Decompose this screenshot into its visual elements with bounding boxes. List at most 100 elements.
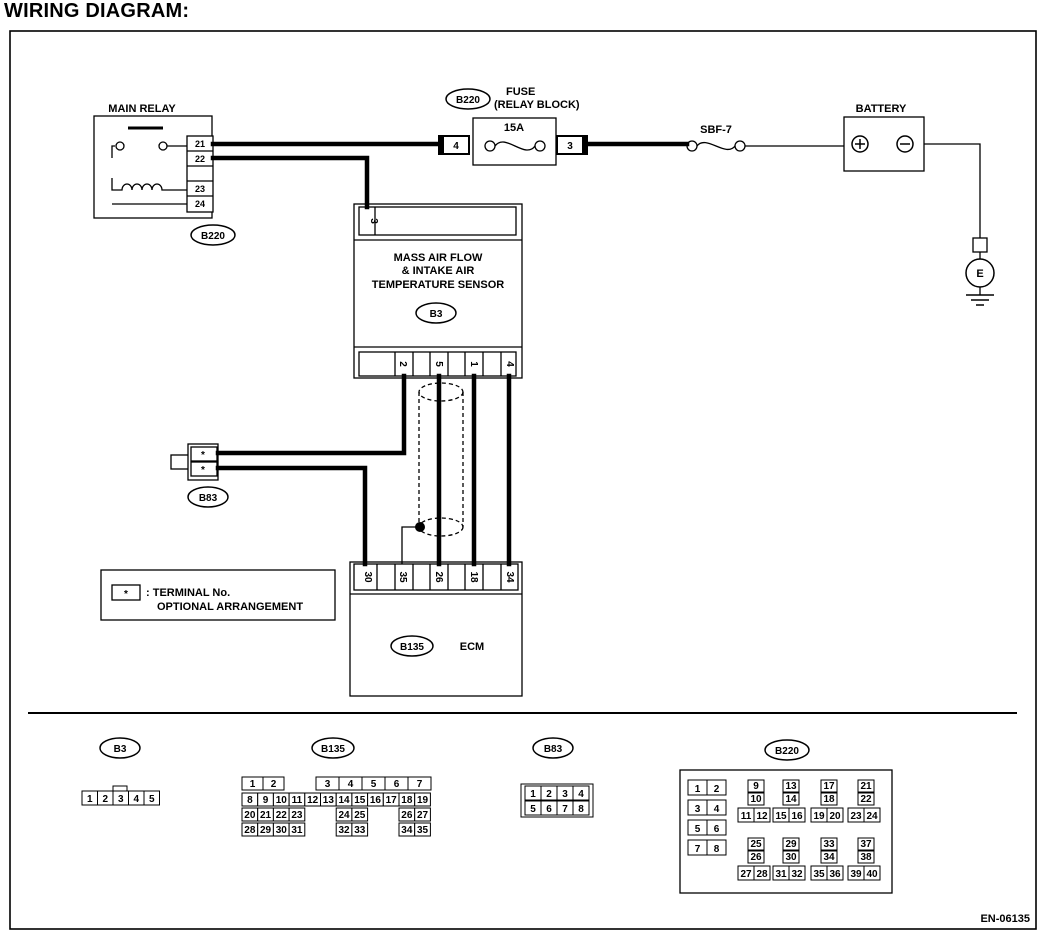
- connector-pin-number: 30: [276, 825, 288, 836]
- connector-pin-number: 33: [354, 825, 366, 836]
- connector-pin-number: 8: [247, 795, 253, 806]
- connector-pin-number: 14: [785, 794, 797, 805]
- connector-pin-number: 16: [791, 811, 803, 822]
- connector-pin-number: 31: [775, 869, 787, 880]
- connector-pin-number: 13: [323, 795, 335, 806]
- diagram-frame: [9, 30, 1037, 930]
- svg-text:B83: B83: [544, 744, 563, 755]
- connector-pin-number: 25: [750, 839, 762, 850]
- maf-label-line3: TEMPERATURE SENSOR: [372, 279, 504, 291]
- connector-pin-number: 15: [775, 811, 787, 822]
- b135-connector-badge-face: B135: [311, 737, 355, 759]
- connector-pin-number: 30: [785, 852, 797, 863]
- connector-pin-number: 33: [823, 839, 835, 850]
- connector-pin-number: 3: [325, 779, 331, 790]
- connector-pin-number: 29: [260, 825, 272, 836]
- wires: [210, 141, 981, 567]
- connector-pin-number: 9: [753, 781, 759, 792]
- connector-pin-number: 11: [741, 811, 752, 822]
- connector-pin-number: 35: [417, 825, 429, 836]
- connector-pin-number: 20: [829, 811, 841, 822]
- b220-connector-badge-face: B220: [764, 739, 810, 761]
- connector-pin-number: 20: [244, 810, 256, 821]
- connector-pin-number: 1: [530, 789, 536, 800]
- connector-pin-number: 1: [87, 794, 93, 805]
- maf-terminal-4: 4: [504, 361, 515, 367]
- ecm-label: ECM: [460, 641, 484, 653]
- connector-pin-number: 4: [133, 794, 139, 805]
- connector-pin-number: 21: [260, 810, 272, 821]
- ground-point: [965, 237, 995, 306]
- connector-pin-number: 7: [695, 844, 701, 855]
- connector-pin-number: 1: [250, 779, 256, 790]
- connector-pin-number: 22: [860, 794, 872, 805]
- maf-terminal-1: 1: [468, 361, 479, 367]
- connector-pin-number: 8: [578, 804, 584, 815]
- connector-pin-number: 23: [850, 811, 862, 822]
- connector-pin-number: 12: [756, 811, 768, 822]
- connector-pin-number: 24: [866, 811, 878, 822]
- legend-symbol: *: [124, 589, 128, 600]
- b83-connector-badge-face: B83: [532, 737, 574, 759]
- legend-box: [100, 569, 336, 621]
- sbf-label: SBF-7: [700, 124, 732, 136]
- connector-pin-number: 18: [401, 795, 413, 806]
- connector-pin-number: 6: [546, 804, 552, 815]
- connector-pin-number: 17: [823, 781, 835, 792]
- connector-pin-number: 5: [530, 804, 536, 815]
- main-relay: 21 22 23 24: [93, 115, 214, 219]
- fuse-label-line2: (RELAY BLOCK): [494, 99, 580, 111]
- connector-pin-number: 32: [791, 869, 803, 880]
- svg-text:4: 4: [453, 141, 459, 152]
- connector-pin-number: 4: [578, 789, 584, 800]
- svg-text:B135: B135: [321, 744, 345, 755]
- fuse-input-terminal: 4: [438, 135, 470, 155]
- connector-pin-number: 5: [371, 779, 377, 790]
- connector-pin-number: 6: [714, 824, 720, 835]
- connector-pin-number: 6: [394, 779, 400, 790]
- ecm-terminal-26: 26: [433, 571, 444, 583]
- connector-pin-number: 3: [118, 794, 124, 805]
- connector-pin-number: 26: [750, 852, 762, 863]
- b3-connector-badge-face: B3: [99, 737, 141, 759]
- connector-pin-number: 9: [263, 795, 269, 806]
- ecm: [349, 561, 523, 697]
- connector-pin-number: 12: [307, 795, 319, 806]
- maf-terminal-3: 3: [368, 218, 379, 224]
- connector-pin-number: 27: [417, 810, 429, 821]
- svg-text:3: 3: [567, 141, 573, 152]
- connector-pin-number: 24: [338, 810, 350, 821]
- maf-label-line1: MASS AIR FLOW: [394, 252, 483, 264]
- connector-pin-number: 23: [291, 810, 303, 821]
- svg-text:B135: B135: [400, 642, 424, 653]
- maf-sensor: [353, 203, 523, 379]
- connector-pin-number: 34: [823, 852, 835, 863]
- connector-pin-number: 5: [695, 824, 701, 835]
- connector-pin-number: 18: [823, 794, 835, 805]
- connector-pin-number: 28: [756, 869, 768, 880]
- legend-line2: OPTIONAL ARRANGEMENT: [157, 601, 303, 613]
- ecm-terminal-30: 30: [362, 571, 373, 583]
- connector-pin-number: 19: [417, 795, 429, 806]
- svg-text:B220: B220: [456, 95, 480, 106]
- svg-text:B220: B220: [201, 231, 225, 242]
- svg-text:B83: B83: [199, 493, 218, 504]
- connector-pin-number: 2: [102, 794, 108, 805]
- connector-pin-number: 2: [546, 789, 552, 800]
- connector-pin-number: 37: [860, 839, 872, 850]
- connector-pin-number: 15: [354, 795, 366, 806]
- connector-pin-number: 26: [401, 810, 413, 821]
- svg-text:B3: B3: [430, 309, 443, 320]
- connector-pin-number: 35: [813, 869, 825, 880]
- connector-pin-number: 16: [370, 795, 382, 806]
- connector-pin-number: 2: [714, 784, 720, 795]
- ecm-terminal-34: 34: [504, 571, 515, 583]
- figure-code: EN-06135: [980, 913, 1030, 925]
- connector-pin-number: 7: [562, 804, 568, 815]
- connector-pin-number: 3: [562, 789, 568, 800]
- fuse-rating: 15A: [504, 122, 524, 134]
- connector-pin-number: 22: [276, 810, 288, 821]
